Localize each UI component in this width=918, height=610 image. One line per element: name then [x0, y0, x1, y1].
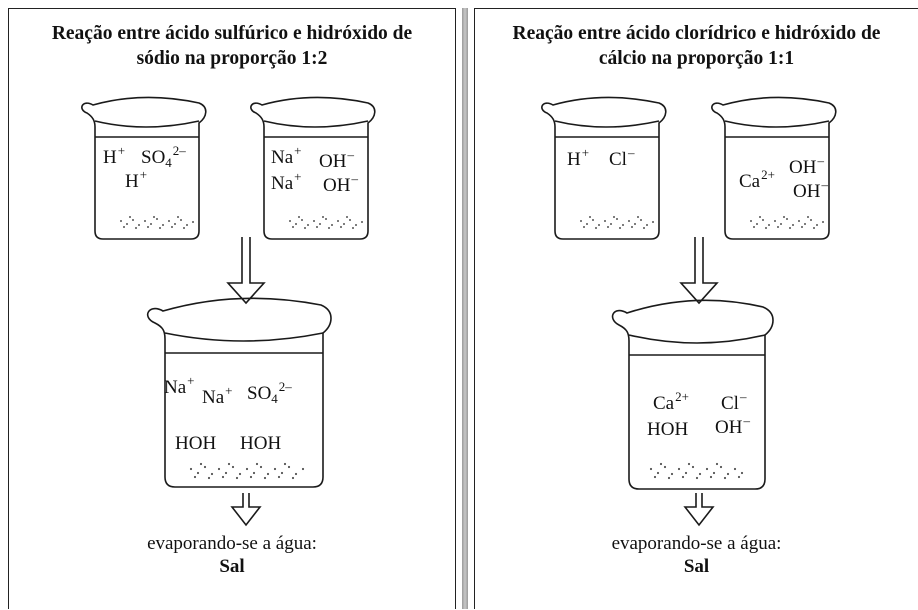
ion-cl-minus: Cl– [609, 145, 635, 170]
ion-h-plus: H+ [567, 145, 590, 170]
ion-sulfate: SO42– [141, 143, 186, 170]
reaction-arrow-icon [679, 237, 719, 305]
right-artwork [541, 96, 837, 527]
ion-h-plus-2: H+ [125, 167, 148, 192]
beaker-calcium-hydroxide [711, 96, 837, 240]
molecule-water: HOH [647, 419, 689, 440]
beaker-sulfuric-acid [81, 96, 207, 240]
ion-oh-minus-2: OH– [793, 177, 828, 202]
evaporation-arrow-icon [230, 493, 262, 527]
precipitate-dots [120, 216, 363, 480]
left-title-line1: Reação entre ácido sulfúrico e hidróxido… [51, 23, 413, 44]
left-title: Reação entre ácido sulfúrico e hidróxido… [9, 21, 455, 71]
reaction-arrow-icon [226, 237, 266, 305]
panel-divider [456, 8, 474, 609]
left-panel: Reação entre ácido sulfúrico e hidróxido… [8, 8, 456, 609]
ion-na-plus-result: Na+ [164, 373, 195, 398]
ion-oh-minus: OH– [789, 153, 824, 178]
evaporation-arrow-icon [683, 493, 715, 527]
right-title: Reação entre ácido clorídrico e hidróxid… [475, 21, 918, 71]
right-title-line2: cálcio na proporção 1:1 [598, 48, 795, 69]
ion-na-plus-2: Na+ [271, 169, 302, 194]
right-caption: evaporando-se a água: [611, 533, 782, 554]
left-title-line2: sódio na proporção 1:2 [136, 48, 328, 69]
beaker-result-sodium-sulfate [146, 297, 332, 488]
ion-na-plus-result-2: Na+ [202, 383, 233, 408]
ion-cl-minus-result: Cl– [721, 389, 747, 414]
ion-ca-2plus-result: Ca2+ [653, 389, 689, 414]
left-caption: evaporando-se a água: [147, 533, 317, 554]
ion-oh-minus-2: OH– [323, 171, 358, 196]
molecule-water: HOH [175, 433, 217, 454]
ion-ca-2plus: Ca2+ [739, 167, 775, 192]
right-product: Sal [683, 556, 710, 577]
beaker-hydrochloric-acid [541, 96, 667, 240]
left-artwork [81, 96, 376, 527]
ion-h-plus: H+ [103, 143, 126, 168]
beaker-result-calcium-chloride [611, 299, 774, 490]
precipitate-dots [580, 216, 824, 480]
ion-oh-minus-result: OH– [715, 413, 750, 438]
left-product: Sal [219, 556, 245, 577]
right-title-line1: Reação entre ácido clorídrico e hidróxid… [512, 23, 881, 44]
beaker-sodium-hydroxide [250, 96, 376, 240]
molecule-water-2: HOH [240, 433, 282, 454]
ion-sulfate-result: SO42– [247, 379, 292, 406]
ion-oh-minus: OH– [319, 147, 354, 172]
ion-na-plus: Na+ [271, 143, 302, 168]
right-panel: Reação entre ácido clorídrico e hidróxid… [474, 8, 918, 609]
